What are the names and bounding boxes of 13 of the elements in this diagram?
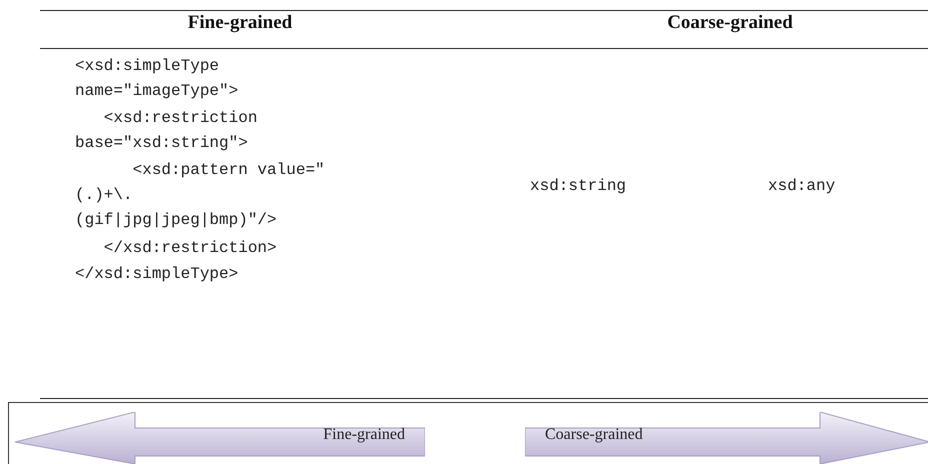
- column-header: Coarse-grained: [666, 12, 794, 34]
- code-line: <xsd:simpleType name="imageType">: [75, 56, 240, 102]
- table-cell-text: xsd:any: [768, 176, 836, 197]
- arrow-shape: [15, 412, 425, 464]
- code-line: </xsd:restriction>: [102, 238, 278, 259]
- column-header: Fine-grained: [186, 12, 294, 34]
- code-line: <xsd:restriction base="xsd:string">: [75, 108, 258, 154]
- code-line: <xsd:pattern value="(.)+\. (gif|jpg|jpeg|bmp)"/>: [75, 160, 326, 231]
- table-cell-text: xsd:string: [530, 176, 626, 197]
- arrow-label: Coarse-grained: [545, 426, 643, 444]
- arrow-shape: [525, 412, 928, 464]
- arrow-label: Fine-grained: [323, 426, 405, 444]
- code-line: </xsd:simpleType>: [75, 264, 240, 285]
